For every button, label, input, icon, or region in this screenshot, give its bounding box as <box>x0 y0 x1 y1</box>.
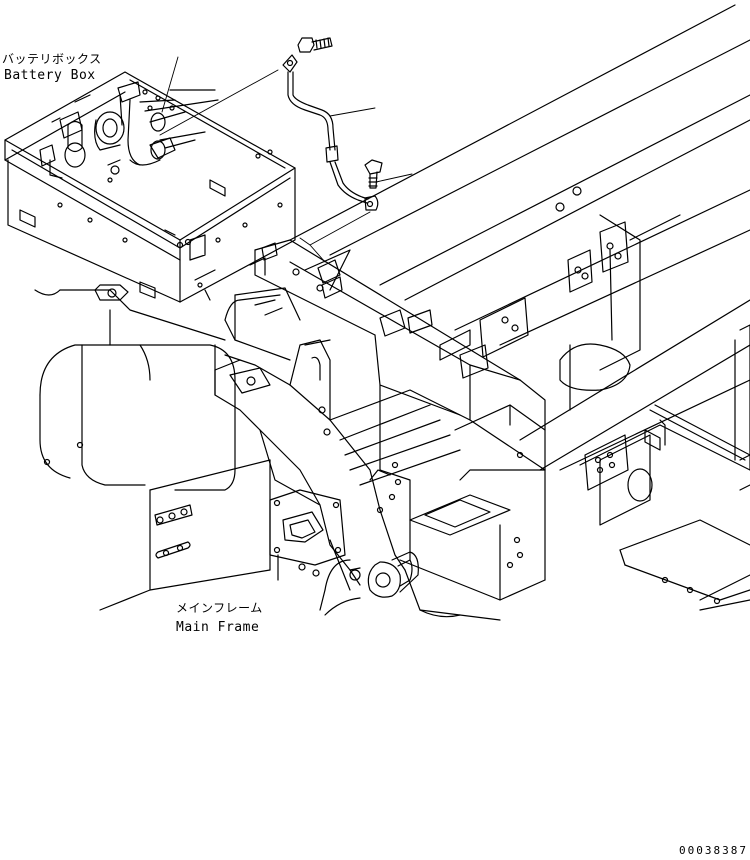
main-frame-label-jp: メインフレーム <box>176 601 263 615</box>
cross-beam <box>255 240 545 470</box>
main-frame-body <box>35 285 545 620</box>
ground-cable-assembly <box>160 38 412 262</box>
frame-rails <box>290 5 750 470</box>
battery-box-label-en: Battery Box <box>4 68 96 83</box>
right-side-structure <box>560 325 750 610</box>
battery-box <box>5 72 295 302</box>
main-frame-label-en: Main Frame <box>176 620 260 635</box>
battery-box-label-jp: バッテリボックス <box>2 52 102 66</box>
drawing-code: 00038387 <box>679 844 748 857</box>
battery-mount-structure <box>195 258 300 360</box>
